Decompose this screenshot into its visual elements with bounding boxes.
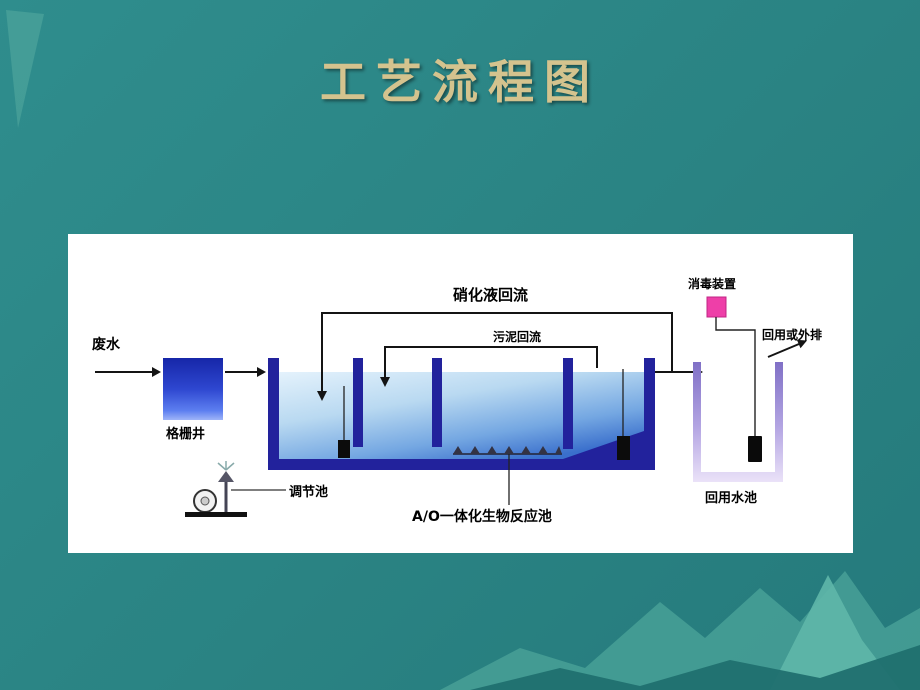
label-disinfection: 消毒装置 (688, 277, 737, 291)
reuse-water-tank (693, 362, 783, 482)
inflow-arrow (95, 367, 161, 377)
label-regulating-tank: 调节池 (289, 485, 329, 500)
reactor-right-wall (644, 358, 655, 470)
grid-to-reactor-arrow (225, 367, 266, 377)
nitrified-recycle-line (317, 312, 673, 401)
mountain-ridge-light (440, 571, 920, 690)
pump-icon (185, 461, 247, 517)
mountain-peak-bright (770, 575, 900, 690)
label-wastewater: 废水 (92, 337, 120, 353)
disinfection-box (706, 296, 727, 318)
sludge-return-line (380, 346, 598, 387)
reuse-discharge-arrow (767, 339, 807, 358)
submersible-pump-icon (617, 369, 630, 460)
reactor-baffle-1 (353, 358, 363, 447)
diagram-graphics (95, 296, 807, 517)
reactor-baffle-3 (563, 358, 573, 449)
mountain-foreground-dark (470, 645, 920, 690)
disinfection-unit (706, 296, 762, 462)
reactor-bottom-wall (268, 459, 655, 470)
process-flow-diagram: 废水 格栅井 调节池 A/O一体化生物反应池 硝化液回流 污泥回流 消毒装置 回… (68, 234, 853, 553)
label-reuse-or-discharge: 回用或外排 (762, 328, 823, 342)
disinfection-feed-line (715, 317, 756, 436)
label-nitrified-recycle: 硝化液回流 (453, 286, 529, 304)
disinfection-lamp (748, 436, 762, 462)
reactor-water (279, 372, 644, 459)
label-reuse-tank: 回用水池 (705, 491, 758, 506)
reactor-left-wall (268, 358, 279, 470)
slide-title: 工艺流程图 (320, 55, 600, 109)
label-reactor: A/O一体化生物反应池 (412, 509, 552, 525)
label-sludge-return: 污泥回流 (493, 330, 542, 344)
reactor-tank (268, 358, 655, 470)
mixer-icon (338, 386, 350, 458)
label-grid-well: 格栅井 (166, 427, 206, 442)
reactor-baffle-2 (432, 358, 442, 447)
diffuser-row (453, 446, 562, 505)
grid-well-tank (163, 358, 223, 420)
